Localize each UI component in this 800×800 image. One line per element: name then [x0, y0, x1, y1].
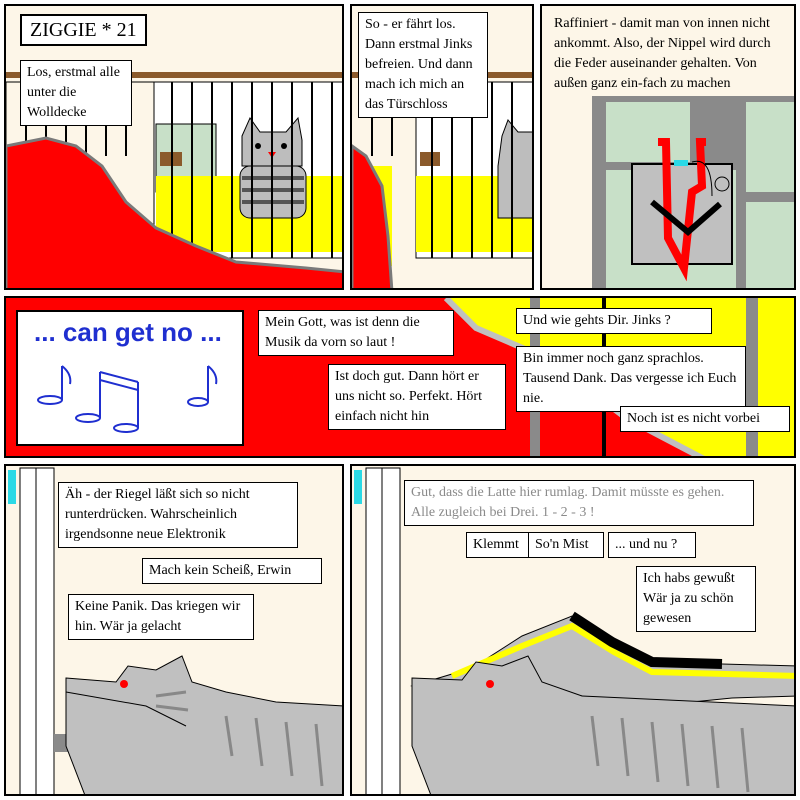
speech-bubble-no-panic: Keine Panik. Das kriegen wir hin. Wär ja… — [68, 594, 254, 640]
speech-bubble-stuck: Klemmt — [466, 532, 532, 558]
lock-mechanism — [650, 138, 730, 282]
panel-6: Gut, dass die Latte hier rumlag. Damit m… — [350, 464, 796, 796]
comic-title: ZIGGIE * 21 — [20, 14, 147, 46]
speech-bubble-plank: Gut, dass die Latte hier rumlag. Damit m… — [404, 480, 754, 526]
speech-bubble-damn: So'n Mist — [528, 532, 604, 558]
cats-with-plank — [410, 611, 794, 794]
panel-1-art — [6, 6, 342, 288]
speech-bubble-door-lock: So - er fährt los. Dann erstmal Jinks be… — [358, 12, 488, 118]
speech-bubble-thanks: Bin immer noch ganz sprachlos. Tausend D… — [516, 346, 746, 412]
music-notes-icon — [37, 365, 218, 433]
speech-bubble-blanket: Los, erstmal alle unter die Wolldecke — [20, 60, 132, 126]
speech-bubble-lock-explanation: Raffiniert - damit man von innen nicht a… — [548, 12, 778, 96]
speech-bubble-bolt: Äh - der Riegel läßt sich so nicht runte… — [58, 482, 298, 548]
speech-bubble-music-loud: Mein Gott, was ist denn die Musik da vor… — [258, 310, 454, 356]
panel-1: ZIGGIE * 21 Los, erstmal alle unter die … — [4, 4, 344, 290]
speech-bubble-not-over: Noch ist es nicht vorbei — [620, 406, 790, 432]
speech-bubble-perfect: Ist doch gut. Dann hört er uns nicht so.… — [328, 364, 506, 430]
panel-5: Äh - der Riegel läßt sich so nicht runte… — [4, 464, 344, 796]
panel-3: Raffiniert - damit man von innen nicht a… — [540, 4, 796, 290]
panel-2: So - er fährt los. Dann erstmal Jinks be… — [350, 4, 534, 290]
speech-bubble-knew-it: Ich habs gewußt Wär ja zu schön gewesen — [636, 566, 756, 632]
music-bubble: ... can get no ... — [16, 310, 244, 446]
music-lyrics: ... can get no ... — [34, 317, 222, 347]
panel-4: ... can get no ... Mein Gott, was ist de… — [4, 296, 796, 458]
speech-bubble-erwin: Mach kein Scheiß, Erwin — [142, 558, 322, 584]
speech-bubble-how-are-you: Und wie gehts Dir. Jinks ? — [516, 308, 712, 334]
erwin-cat — [65, 655, 342, 794]
speech-bubble-now-what: ... und nu ? — [608, 532, 696, 558]
panel-3-art — [542, 6, 794, 288]
